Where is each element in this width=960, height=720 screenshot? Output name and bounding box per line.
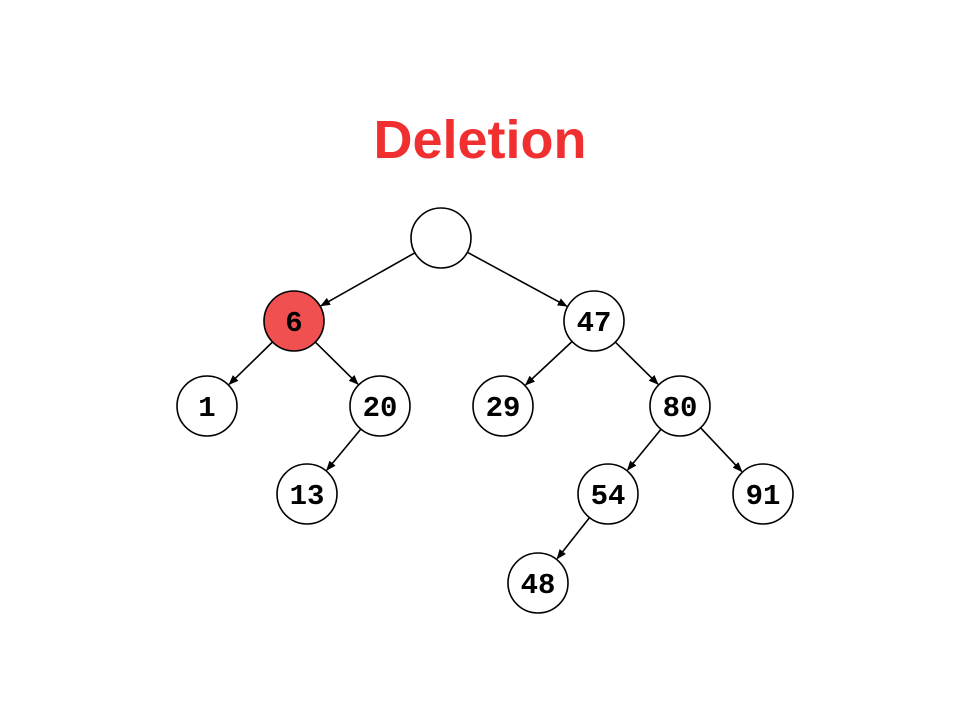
- node-label: 1: [198, 392, 215, 425]
- node-circle: [472, 375, 534, 437]
- node-label: 91: [746, 480, 781, 513]
- edge-n47-n29: [524, 340, 573, 386]
- slide-title: Deletion: [373, 110, 587, 170]
- tree-node-n1: 1: [176, 375, 238, 437]
- tree-node-n48: 48: [507, 552, 569, 614]
- node-circle: [732, 463, 794, 525]
- edge-n6-n1: [228, 341, 274, 385]
- node-circle: [176, 375, 238, 437]
- edge-root-n47: [467, 251, 568, 307]
- node-label: 48: [521, 569, 556, 602]
- tree-node-n54: 54: [577, 463, 639, 525]
- node-label: 47: [577, 307, 612, 340]
- tree-node-root: [410, 207, 472, 269]
- node-label: 80: [663, 392, 698, 425]
- edge-n6-n20: [314, 341, 359, 385]
- node-circle: [649, 375, 711, 437]
- edge-n80-n54: [626, 428, 662, 471]
- edge-n20-n13: [326, 428, 362, 471]
- tree-node-n6: 6: [263, 290, 325, 352]
- edge-n54-n48: [556, 517, 591, 560]
- node-circle: [507, 552, 569, 614]
- node-label: 54: [591, 480, 626, 513]
- node-label: 6: [285, 307, 302, 340]
- tree-node-n29: 29: [472, 375, 534, 437]
- edge-n47-n80: [614, 341, 659, 385]
- node-label: 29: [486, 392, 521, 425]
- tree-node-n13: 13: [276, 463, 338, 525]
- node-circle: [410, 207, 472, 269]
- edge-n80-n91: [700, 427, 743, 473]
- node-circle: [563, 290, 625, 352]
- node-label: 20: [363, 392, 398, 425]
- edge-root-n6: [320, 252, 416, 307]
- tree-node-n47: 47: [563, 290, 625, 352]
- tree-node-n91: 91: [732, 463, 794, 525]
- tree-node-n80: 80: [649, 375, 711, 437]
- nodes-layer: 6 47 1 20 29 80 13 54 91 48: [176, 207, 794, 614]
- node-label: 13: [290, 480, 325, 513]
- highlighted-node-circle: [263, 290, 325, 352]
- node-circle: [349, 375, 411, 437]
- tree-node-n20: 20: [349, 375, 411, 437]
- node-circle: [577, 463, 639, 525]
- edges-layer: [228, 251, 743, 560]
- node-circle: [276, 463, 338, 525]
